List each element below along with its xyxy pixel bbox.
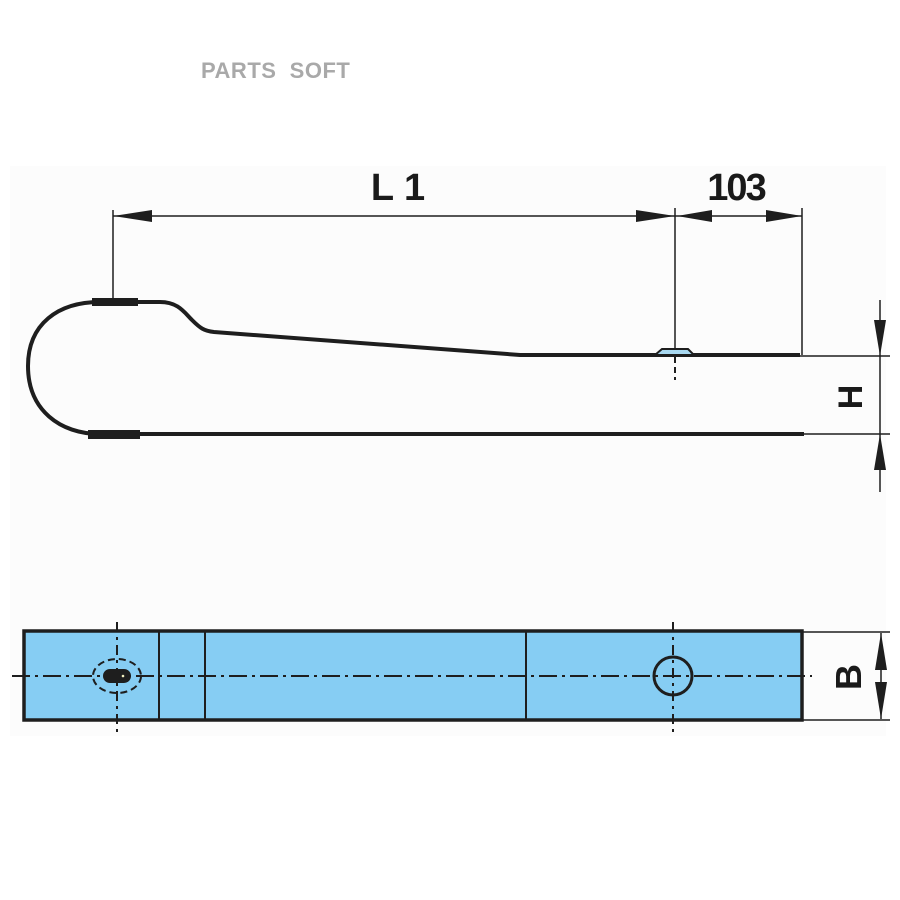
center-bolt-head bbox=[652, 348, 697, 356]
dimension-label-h: H bbox=[832, 385, 870, 410]
upper-clip bbox=[92, 298, 138, 306]
center-bolt-hole bbox=[652, 655, 694, 697]
dimension-label-b: B bbox=[828, 664, 869, 690]
watermark: PARTS SOFT bbox=[201, 58, 351, 83]
eye-bushing-outline bbox=[92, 658, 142, 694]
eye-bushing-slot bbox=[103, 669, 131, 683]
dimension-label-l1: L 1 bbox=[371, 167, 425, 209]
spring-upper-leaf bbox=[26, 300, 800, 436]
side-view: L 1 103 H bbox=[26, 167, 890, 492]
dimension-label-103: 103 bbox=[707, 167, 765, 209]
top-view: B bbox=[12, 622, 890, 732]
lower-clip bbox=[88, 430, 140, 439]
